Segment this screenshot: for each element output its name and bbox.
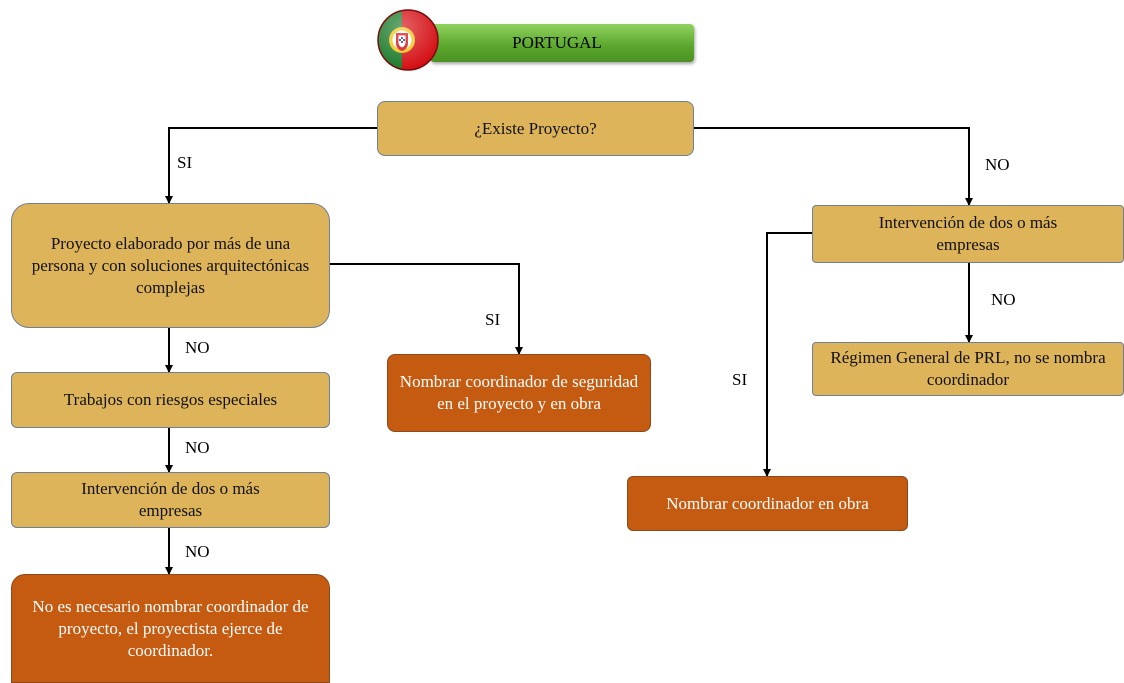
node-regimen-general: Régimen General de PRL, no se nombra coo…	[812, 342, 1124, 396]
node-riesgos-especiales: Trabajos con riesgos especiales	[11, 372, 330, 428]
country-banner: PORTUGAL	[430, 24, 694, 62]
edge-label-no: NO	[185, 338, 210, 357]
node-intervencion-izq: Intervención de dos o más empresas	[11, 472, 330, 528]
edge-intervencion-der-si	[763, 232, 812, 477]
node-intervencion-der: Intervención de dos o más empresas	[812, 205, 1124, 263]
edge-existe-si	[165, 127, 377, 204]
edge-label-si: SI	[177, 153, 193, 172]
portugal-flag-icon	[377, 9, 439, 71]
node-proyecto-complejo: Proyecto elaborado por más de una person…	[11, 203, 330, 328]
edge-label-no: NO	[185, 438, 210, 457]
edge-complejo-si	[330, 263, 523, 355]
edge-existe-no	[694, 127, 973, 206]
node-existe-proyecto: ¿Existe Proyecto?	[377, 101, 694, 156]
edge-label-no: NO	[985, 155, 1010, 174]
edge-label-no: NO	[991, 290, 1016, 309]
edge-label-si: SI	[732, 370, 748, 389]
node-no-necesario: No es necesario nombrar coordinador de p…	[11, 574, 330, 683]
node-coordinador-proyecto-obra: Nombrar coordinador de seguridad en el p…	[387, 354, 651, 432]
node-coordinador-obra: Nombrar coordinador en obra	[627, 476, 908, 531]
edge-label-si: SI	[485, 310, 501, 329]
edge-label-no: NO	[185, 542, 210, 561]
country-title: PORTUGAL	[512, 33, 602, 52]
